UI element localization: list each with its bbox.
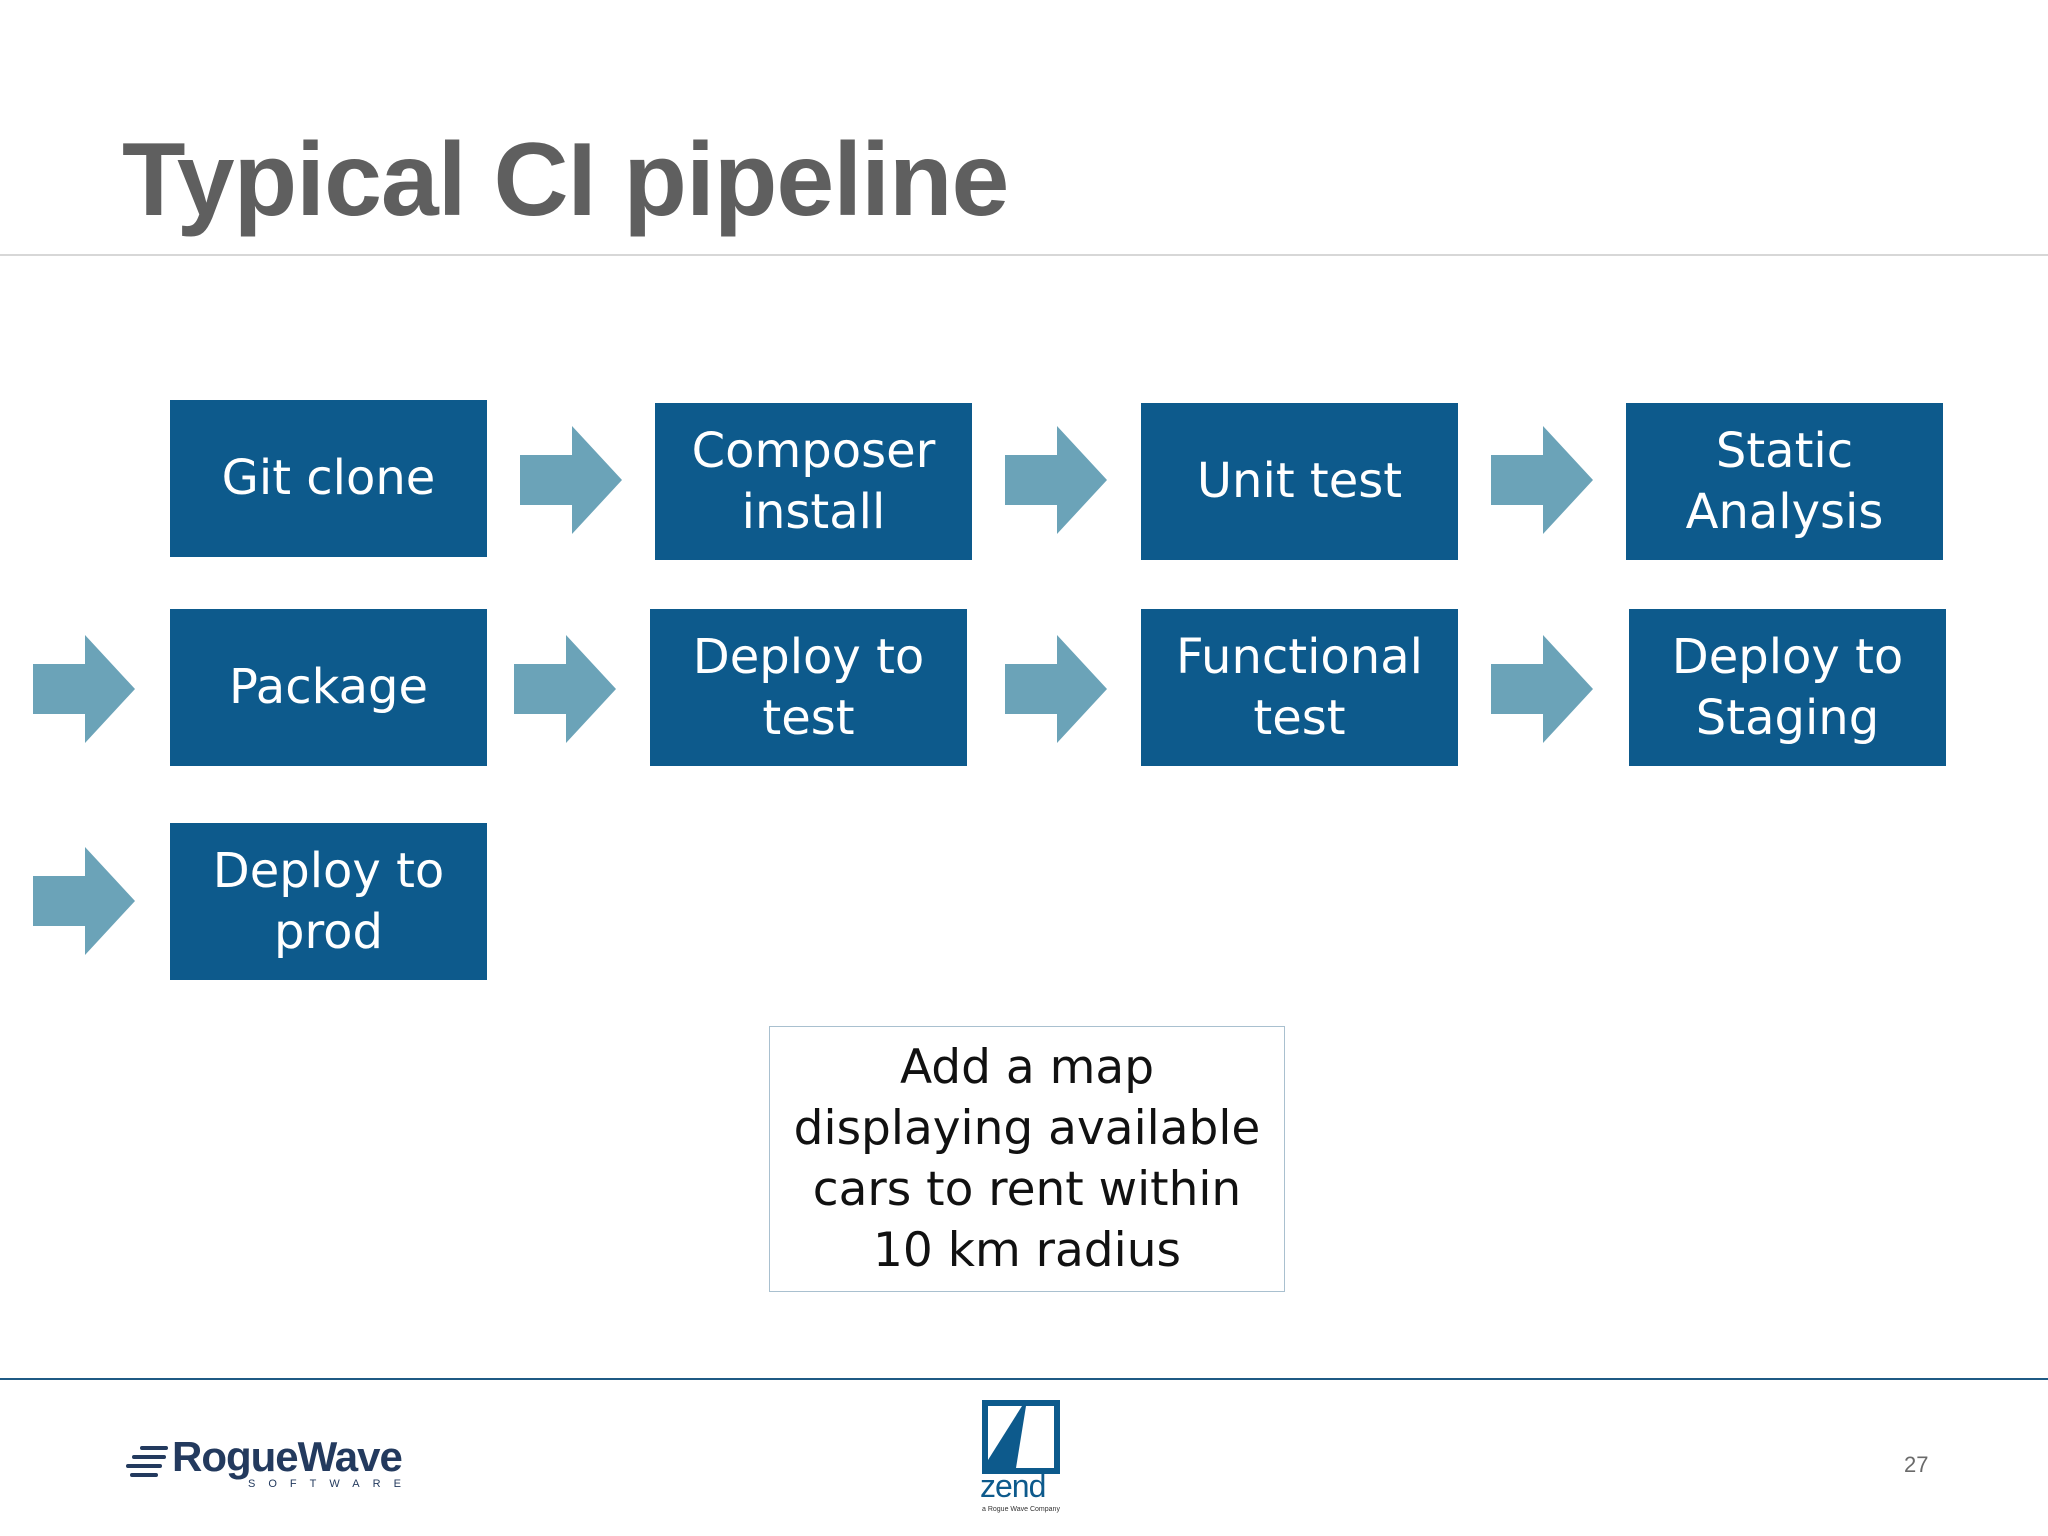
arrow-right-icon <box>514 635 616 743</box>
zend-z-icon <box>982 1400 1060 1474</box>
step-deploy-to-prod: Deploy to prod <box>170 823 487 980</box>
arrow-right-icon <box>520 426 622 534</box>
roguewave-wave-icon <box>126 1446 168 1477</box>
zend-subtitle: a Rogue Wave Company <box>982 1506 1060 1513</box>
arrow-right-icon <box>1491 635 1593 743</box>
step-unit-test: Unit test <box>1141 403 1458 560</box>
zend-wordmark: zend <box>980 1468 1046 1504</box>
arrow-right-icon <box>1005 635 1107 743</box>
arrow-right-icon <box>33 847 135 955</box>
footer-divider <box>0 1378 2048 1380</box>
roguewave-wordmark: RogueWave <box>172 1433 403 1480</box>
step-git-clone: Git clone <box>170 400 487 557</box>
page-number: 27 <box>1904 1452 1929 1477</box>
step-functional-test: Functional test <box>1141 609 1458 766</box>
arrow-right-icon <box>33 635 135 743</box>
roguewave-logo: RogueWave SOFTWARE <box>126 1436 416 1492</box>
step-static-analysis: Static Analysis <box>1626 403 1943 560</box>
arrow-right-icon <box>1491 426 1593 534</box>
arrow-right-icon <box>1005 426 1107 534</box>
step-composer-install: Composer install <box>655 403 972 560</box>
roguewave-subtitle: SOFTWARE <box>248 1478 414 1490</box>
title-divider <box>0 254 2048 256</box>
step-deploy-to-test: Deploy to test <box>650 609 967 766</box>
feature-note: Add a map displaying available cars to r… <box>769 1026 1285 1292</box>
step-deploy-to-staging: Deploy to Staging <box>1629 609 1946 766</box>
slide-title: Typical CI pipeline <box>122 122 1009 238</box>
step-package: Package <box>170 609 487 766</box>
zend-logo: zend a Rogue Wave Company <box>976 1400 1070 1518</box>
